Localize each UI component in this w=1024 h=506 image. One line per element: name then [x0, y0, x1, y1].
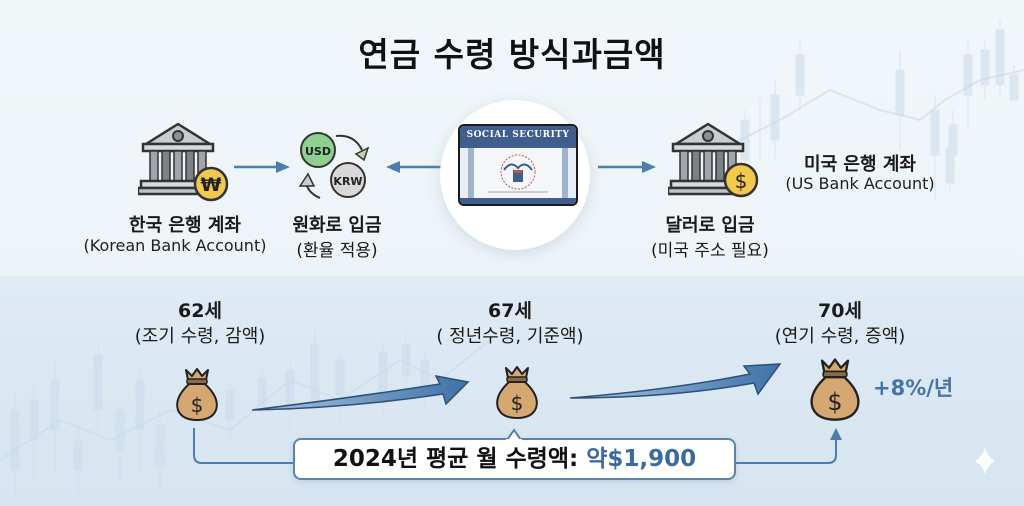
- average-payment-callout: 2024년 평균 월 수령액: 약$1,900: [293, 438, 736, 480]
- callout-value: 약$1,900: [586, 446, 697, 472]
- stage-62-age: 62세: [178, 300, 222, 322]
- svg-text:$: $: [735, 169, 748, 193]
- arrow-left-icon: [386, 161, 442, 173]
- us-bank-label-en: (US Bank Account): [785, 174, 935, 193]
- svg-text:₩: ₩: [201, 174, 222, 196]
- usd-deposit-label: 달러로 입금: [665, 215, 755, 236]
- money-bag-icon: $: [176, 368, 218, 422]
- ssa-seal-icon: [488, 154, 548, 193]
- stage-67-age: 67세: [488, 300, 532, 322]
- exchange-rate-note: (환율 적용): [296, 241, 378, 261]
- stage-70-desc: (연기 수령, 증액): [774, 326, 906, 347]
- page-title: 연금 수령 방식과금액: [358, 35, 666, 74]
- arrow-right-icon: [234, 161, 290, 173]
- us-address-note: (미국 주소 필요): [651, 241, 769, 261]
- svg-text:$: $: [828, 388, 843, 416]
- social-security-card-icon: SOCIAL SECURITY: [458, 124, 578, 206]
- arrow-right-icon: [598, 161, 656, 173]
- money-bag-icon: $: [496, 366, 538, 420]
- svg-text:$: $: [191, 393, 204, 417]
- stage-67-desc: ( 정년수령, 기준액): [436, 326, 584, 347]
- korean-bank-label: 한국 은행 계좌: [129, 215, 241, 236]
- bank-won-icon: ₩: [138, 122, 229, 202]
- bank-dollar-icon: $: [668, 122, 759, 198]
- svg-text:USD: USD: [305, 145, 331, 158]
- us-bank-label: 미국 은행 계좌: [804, 154, 916, 175]
- stage-62-desc: (조기 수령, 감액): [134, 326, 266, 347]
- krw-deposit-label: 원화로 입금: [292, 215, 382, 236]
- annual-increase-rate: +8%/년: [873, 376, 954, 400]
- money-bag-icon: $: [810, 358, 860, 421]
- korean-bank-label-en: (Korean Bank Account): [83, 236, 267, 255]
- stage-70-age: 70세: [818, 300, 862, 322]
- svg-text:$: $: [511, 391, 524, 415]
- callout-pointer: [506, 428, 522, 444]
- callout-label: 2024년 평균 월 수령액:: [332, 446, 587, 472]
- svg-text:KRW: KRW: [333, 175, 362, 188]
- currency-exchange-icon: USD KRW: [298, 132, 370, 199]
